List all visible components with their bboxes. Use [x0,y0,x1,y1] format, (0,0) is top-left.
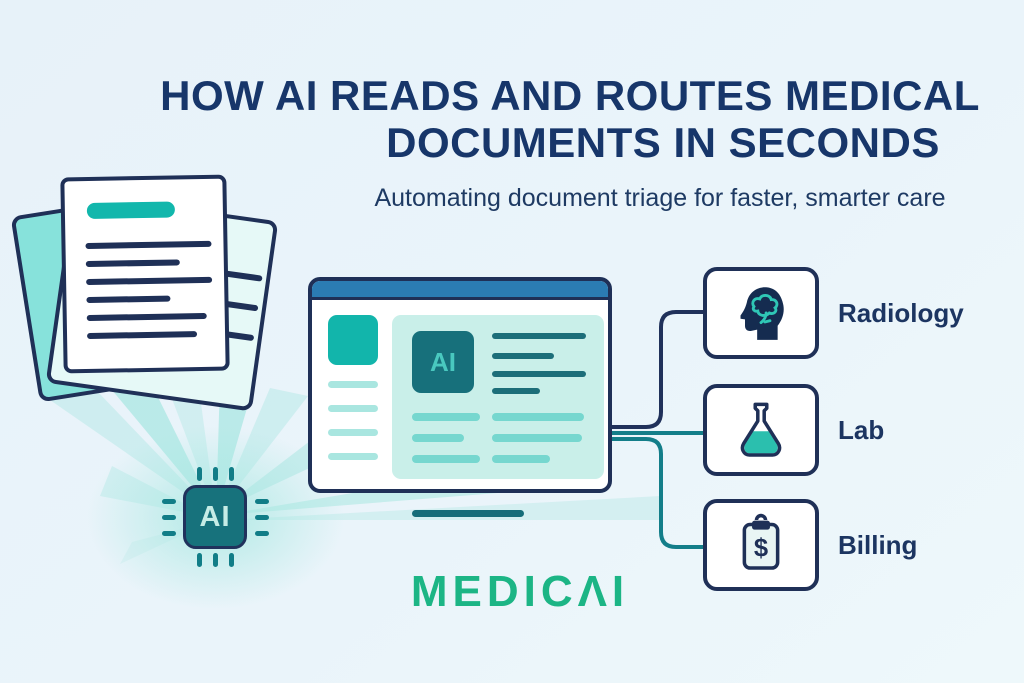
panel-text-line [492,371,586,377]
ai-processing-window: AI [308,277,612,493]
document-text-line [86,276,213,285]
route-box-billing: $ [703,499,819,591]
document-front [60,174,230,374]
dollar-symbol: $ [754,535,768,563]
route-box-radiology [703,267,819,359]
window-document-panel: AI [392,315,604,479]
document-text-line [86,312,207,321]
ai-chip-icon: AI [183,485,247,549]
window-sidebar-line [328,381,378,388]
ai-badge-label: AI [430,346,456,377]
document-text-line [85,259,180,267]
window-title-bar [312,281,608,300]
chip-pins [162,467,269,567]
document-text-line [86,295,171,303]
medicai-logo: MEDICΛI [410,567,630,616]
panel-text-line [492,353,554,359]
window-sidebar-line [328,405,378,412]
panel-text-line [412,413,480,421]
document-title-bar [86,201,176,220]
ai-badge: AI [412,331,474,393]
route-box-lab [703,384,819,476]
head-brain-icon [740,287,784,340]
document-text-line [85,240,212,249]
page-title-line2: DOCUMENTS IN SECONDS [386,119,940,166]
route-label-radiology: Radiology [838,297,964,328]
lab-flask-icon [740,402,782,457]
billing-clipboard-icon: $ [742,513,780,570]
ai-chip-label: AI [199,500,231,533]
window-sidebar-thumbnail [328,315,378,365]
route-label-lab: Lab [838,414,885,445]
panel-text-line [492,434,582,442]
panel-text-line [412,434,464,442]
page-subtitle: Automating document triage for faster, s… [374,184,946,212]
connector-billing [610,437,705,549]
panel-text-line [412,455,480,463]
panel-text-line [492,455,550,463]
page-title-line1: HOW AI READS AND ROUTES MEDICAL [160,72,980,119]
route-label-billing: Billing [838,529,918,560]
window-stand-bar [412,510,524,517]
panel-text-line [492,413,584,421]
window-sidebar-line [328,429,378,436]
window-sidebar-line [328,453,378,460]
panel-text-line [492,333,586,339]
document-text-line [87,331,198,339]
connector-radiology [610,310,705,429]
panel-text-line [492,388,540,394]
